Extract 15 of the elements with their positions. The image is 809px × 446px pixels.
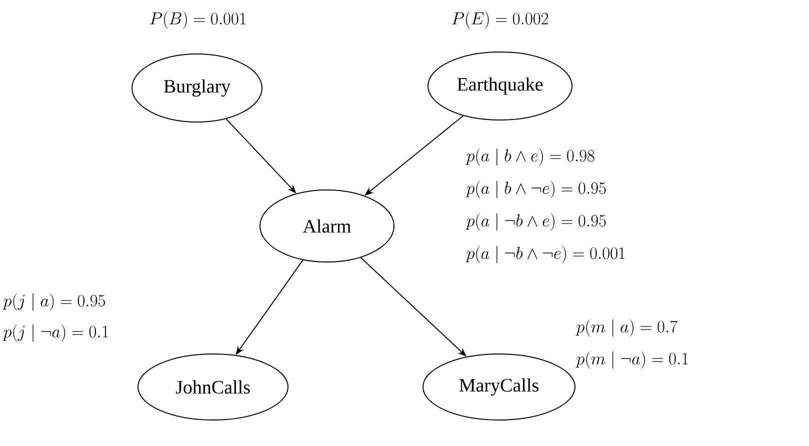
ellipse-node: JohnCalls: [138, 353, 288, 420]
probability-label: $p(j\mid\neg a)=0.1$: [2, 324, 108, 342]
probability-label: $P(E)=0.002$: [452, 11, 548, 29]
probability-label: $p(a\mid\neg b\wedge e)=0.95$: [466, 213, 606, 231]
probability-label: $P(B)=0.001$: [150, 11, 246, 29]
probability-label: $p(a\mid\neg b\wedge\neg e)=0.001$: [466, 246, 625, 264]
probability-label: $p(a\mid b\wedge\neg e)=0.95$: [466, 180, 606, 198]
probability-label: $p(a\mid b\wedge e)=0.98$: [466, 148, 594, 166]
ellipse-node: Burglary: [132, 54, 262, 122]
ellipse-node: Earthquake: [428, 52, 572, 120]
probability-label: $p(m\mid a)=0.7$: [576, 319, 678, 337]
ellipse-node: MaryCalls: [422, 353, 576, 420]
probability-label: $p(m\mid\neg a)=0.1$: [576, 351, 688, 369]
ellipse-node: Alarm: [260, 189, 394, 262]
probability-label: $p(j\mid a)=0.95$: [2, 293, 105, 311]
